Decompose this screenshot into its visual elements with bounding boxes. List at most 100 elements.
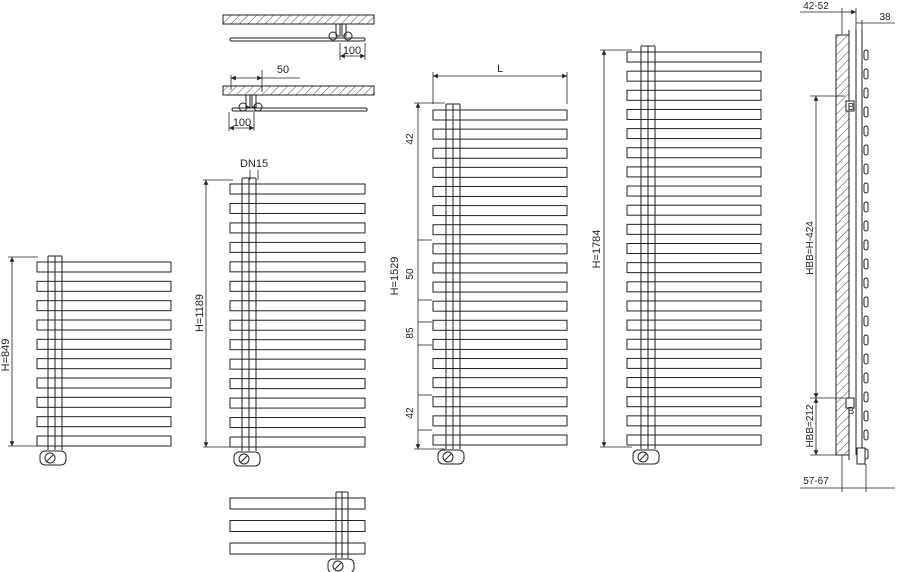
valve-body xyxy=(39,450,67,466)
side-view: B B 42-52 38 57-67 HBB=H-424 HBB=212 xyxy=(800,1,895,492)
radiator-bar xyxy=(626,300,762,312)
side-rib xyxy=(863,296,869,308)
radiator-h1189 xyxy=(229,177,366,467)
side-rib xyxy=(863,277,869,289)
wall-side-section xyxy=(835,34,850,456)
radiator-bar xyxy=(626,185,762,197)
radiator-bar xyxy=(626,204,762,216)
radiator-bar xyxy=(626,51,762,63)
side-rib xyxy=(863,201,869,213)
radiator-bar xyxy=(229,497,366,510)
heating-element-icon xyxy=(856,447,866,465)
side-rib xyxy=(863,315,869,327)
side-rib xyxy=(863,106,869,118)
radiator-bar xyxy=(626,281,762,293)
radiator-bar xyxy=(432,166,568,178)
dim-label-100-b: 100 xyxy=(233,117,251,129)
radiator-bar xyxy=(229,222,366,234)
valve-icon xyxy=(637,451,649,463)
side-rib xyxy=(863,239,869,251)
side-rib xyxy=(863,391,869,403)
radiator-top-profile-b xyxy=(231,107,368,112)
radiator-bar xyxy=(432,185,568,197)
wall-section-a xyxy=(222,14,375,25)
radiator-bar xyxy=(229,339,366,351)
radiator-bar xyxy=(626,415,762,427)
radiator-bar xyxy=(36,280,172,292)
radiator-bar xyxy=(229,241,366,253)
radiator-bar xyxy=(432,128,568,140)
radiator-bar xyxy=(229,397,366,409)
dim-label-50: 50 xyxy=(277,64,289,76)
radiator-bar xyxy=(626,377,762,389)
radiator-bar xyxy=(36,358,172,370)
valve-icon xyxy=(442,451,454,463)
radiator-bar xyxy=(626,108,762,120)
radiator-bar xyxy=(229,378,366,390)
radiator-bar xyxy=(432,434,568,446)
height-label-h1529: H=1529 xyxy=(389,257,401,296)
side-rib xyxy=(863,49,869,61)
gap-label-50: 50 xyxy=(405,268,416,280)
top-view-b: 50 100 xyxy=(222,64,375,131)
radiator-bar xyxy=(229,417,366,429)
radiator-bar xyxy=(626,128,762,140)
radiator-bar xyxy=(626,262,762,274)
side-dim-hbb-top: HBB=H-424 xyxy=(805,221,816,275)
side-rib xyxy=(863,163,869,175)
radiator-bar xyxy=(432,147,568,159)
radiator-bar xyxy=(36,435,172,447)
bracket-top xyxy=(845,100,855,112)
height-label-h1784: H=1784 xyxy=(591,230,603,269)
radiator-bar xyxy=(229,319,366,331)
radiator-bar xyxy=(36,377,172,389)
radiator-bar xyxy=(229,261,366,273)
top-view-a: 100 xyxy=(222,14,375,60)
radiator-bar xyxy=(229,300,366,312)
valve-body xyxy=(233,451,261,467)
radiator-bar xyxy=(229,280,366,292)
radiator-bar xyxy=(229,520,366,532)
radiator-bar xyxy=(432,262,568,274)
gap-label-bottom-42: 42 xyxy=(405,407,416,419)
radiator-bar xyxy=(432,358,568,370)
radiator-bar xyxy=(229,183,366,195)
side-rib xyxy=(863,68,869,80)
height-label-h1189: H=1189 xyxy=(194,294,206,332)
radiator-bar xyxy=(36,319,172,331)
radiator-bar xyxy=(229,542,366,555)
side-rib xyxy=(863,125,869,137)
valve-icon xyxy=(44,452,56,464)
radiator-bar xyxy=(626,338,762,350)
side-rib xyxy=(863,144,869,156)
radiator-h849 xyxy=(36,255,172,466)
radiator-bar xyxy=(432,281,568,293)
radiator-bar xyxy=(432,109,568,121)
height-label-h849: H=849 xyxy=(0,339,12,372)
gap-label-top-42: 42 xyxy=(405,133,416,145)
width-label-l: L xyxy=(497,63,503,75)
radiator-bar xyxy=(432,377,568,389)
valve-body xyxy=(437,449,465,465)
dim-label-100-a: 100 xyxy=(343,45,361,57)
radiator-bar xyxy=(626,319,762,331)
pipe-size-label-dn15: DN15 xyxy=(240,158,268,170)
radiator-bar xyxy=(36,416,172,428)
radiator-bar xyxy=(229,358,366,370)
side-rib xyxy=(863,353,869,365)
side-rib xyxy=(863,182,869,194)
bracket-bottom xyxy=(845,397,855,409)
valve-icon xyxy=(332,560,344,572)
radiator-bar xyxy=(626,223,762,235)
radiator-h1784 xyxy=(626,45,762,465)
side-dim-57-67: 57-67 xyxy=(803,476,829,487)
wall-section-b xyxy=(222,85,375,96)
valve-icon xyxy=(328,31,338,41)
radiator-bar xyxy=(36,338,172,350)
radiator-bar xyxy=(626,166,762,178)
side-rib xyxy=(863,372,869,384)
radiator-bar xyxy=(432,205,568,217)
valve-icon xyxy=(238,453,250,465)
side-rib xyxy=(863,87,869,99)
radiator-bar xyxy=(432,415,568,427)
